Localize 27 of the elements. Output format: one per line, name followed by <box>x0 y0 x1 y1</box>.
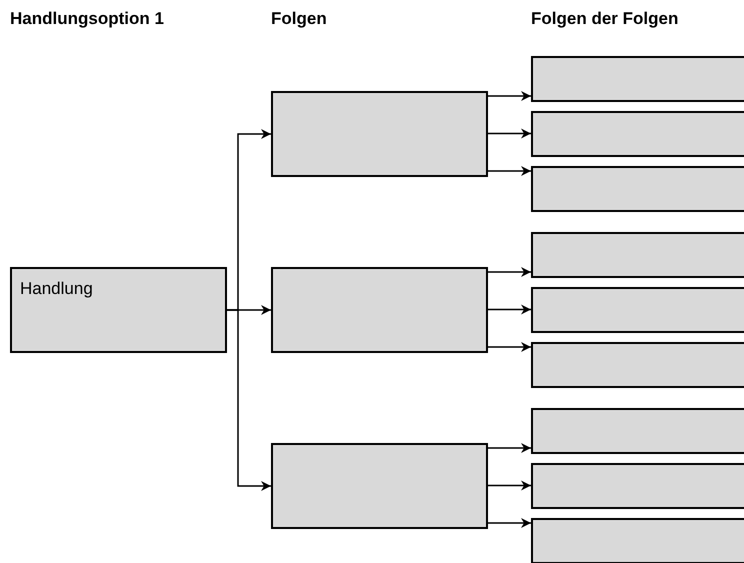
arrow <box>488 443 531 453</box>
empty-box <box>531 287 744 333</box>
arrow <box>488 518 531 528</box>
column-heading: Folgen <box>271 9 327 29</box>
empty-box <box>531 166 744 212</box>
arrow <box>488 304 531 314</box>
arrow <box>488 128 531 138</box>
empty-box <box>531 342 744 388</box>
arrow <box>488 267 531 277</box>
empty-box <box>271 91 488 177</box>
action-box <box>10 267 227 353</box>
empty-box <box>271 267 488 353</box>
column-heading: Handlungsoption 1 <box>10 9 164 29</box>
column-heading: Folgen der Folgen <box>531 9 678 29</box>
empty-box <box>531 463 744 509</box>
empty-box <box>531 56 744 102</box>
empty-box <box>531 232 744 278</box>
arrow <box>227 309 271 491</box>
empty-box <box>531 408 744 454</box>
arrow <box>488 166 531 176</box>
empty-box <box>531 111 744 157</box>
arrow <box>488 480 531 490</box>
arrow <box>488 342 531 352</box>
box-label: Handlung <box>20 279 93 299</box>
empty-box <box>271 443 488 529</box>
empty-box <box>531 518 744 563</box>
arrow <box>488 91 531 101</box>
